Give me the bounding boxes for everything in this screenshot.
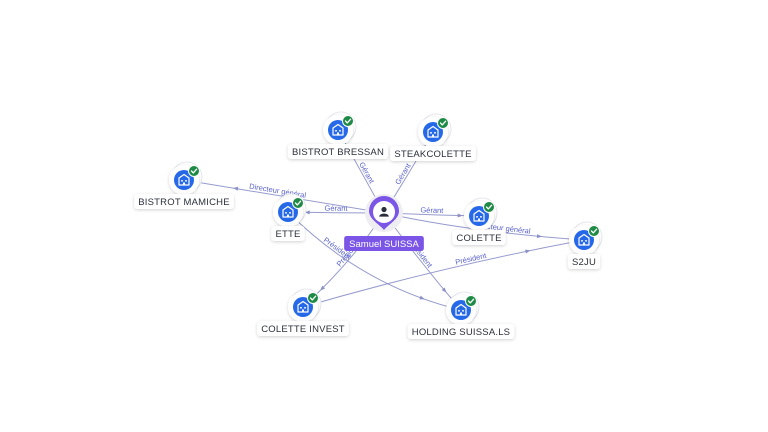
company-label-text: HOLDING SUISSA.LS [412, 327, 510, 338]
company-label: HOLDING SUISSA.LS [407, 324, 515, 339]
edge-arrow [304, 210, 310, 215]
edge-line [287, 211, 462, 311]
company-label-text: COLETTE INVEST [261, 324, 345, 335]
verified-check-icon [342, 115, 354, 127]
verified-check-icon [292, 197, 304, 209]
company-node-colette[interactable]: COLETTE [452, 197, 506, 245]
company-node-holding-suissa-ls[interactable]: HOLDING SUISSA.LS [407, 291, 515, 339]
company-label: ETTE [271, 226, 305, 241]
building-icon [278, 202, 298, 222]
company-label: COLETTE [452, 230, 506, 245]
company-label: STEAKCOLETTE [390, 146, 476, 161]
company-label-text: COLETTE [456, 233, 501, 244]
edge-arrow [419, 295, 425, 300]
edge-arrow [525, 249, 531, 254]
edge-arrow [536, 234, 543, 239]
verified-check-icon [307, 292, 319, 304]
verified-check-icon [188, 165, 200, 177]
building-icon [328, 120, 348, 140]
person-label-text: Samuel SUISSA [349, 239, 419, 250]
edge-line [302, 239, 585, 308]
company-label-text: ETTE [275, 229, 300, 240]
person-icon [379, 206, 389, 217]
person-node[interactable]: Samuel SUISSA [344, 194, 424, 251]
building-icon [293, 297, 313, 317]
edge-arrow [233, 186, 239, 191]
company-label: S2JU [567, 254, 601, 269]
company-label: BISTROT MAMICHE [134, 194, 234, 209]
company-node-colette-invest[interactable]: COLETTE INVEST [257, 288, 349, 336]
company-node-s2ju[interactable]: S2JU [567, 221, 603, 269]
building-icon [469, 206, 489, 226]
company-label: BISTROT BRESSAN [287, 144, 389, 159]
verified-check-icon [483, 201, 495, 213]
company-node-bistrot-bressan[interactable]: BISTROT BRESSAN [287, 111, 389, 159]
company-label-text: BISTROT BRESSAN [292, 147, 384, 158]
verified-check-icon [437, 117, 449, 129]
edge-arrow [441, 287, 447, 293]
verified-check-icon [588, 225, 600, 237]
building-icon [451, 300, 471, 320]
edge-label: Gérant [357, 161, 376, 186]
edge-label: Gérant [420, 205, 444, 215]
building-icon [174, 170, 194, 190]
edge-label: Gérant [325, 204, 349, 213]
edge-arrow [457, 213, 463, 218]
building-icon [574, 230, 594, 250]
edge-arrow [320, 285, 326, 291]
company-node-steakcolette[interactable]: STEAKCOLETTE [390, 113, 476, 161]
company-node-ette[interactable]: ETTE [271, 193, 307, 241]
company-label: COLETTE INVEST [257, 321, 349, 336]
verified-check-icon [465, 295, 477, 307]
edge-label: Président [454, 251, 488, 267]
person-label: Samuel SUISSA [344, 236, 424, 251]
building-icon [423, 122, 443, 142]
company-label-text: S2JU [572, 257, 596, 268]
center-node[interactable]: Samuel SUISSA [344, 194, 424, 251]
nodes-layer: BISTROT BRESSAN STEAKCOLETTE BISTROT MAMIC… [134, 111, 603, 339]
company-label-text: BISTROT MAMICHE [138, 197, 230, 208]
company-label-text: STEAKCOLETTE [394, 149, 471, 160]
company-node-bistrot-mamiche[interactable]: BISTROT MAMICHE [134, 161, 234, 209]
